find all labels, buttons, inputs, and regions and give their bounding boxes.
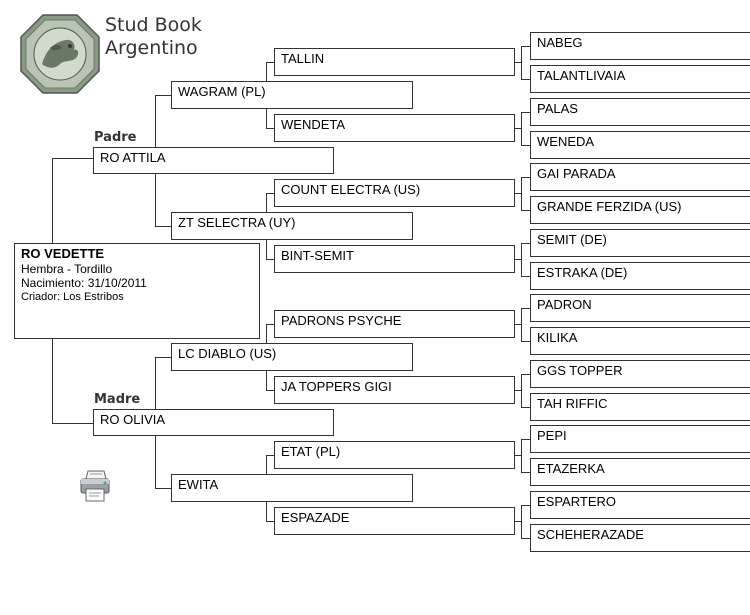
ancestor-gen4-11[interactable]: GGS TOPPER [530,360,750,388]
ancestor-gen4-9[interactable]: PADRON [530,294,750,322]
ancestor-gen4-1[interactable]: NABEG [530,32,750,60]
ancestor-gen3-5[interactable]: PADRONS PSYCHE [274,310,515,338]
ancestor-gen4-2[interactable]: TALANTLIVAIA [530,65,750,93]
ancestor-gen4-12[interactable]: TAH RIFFIC [530,393,750,421]
ancestor-gen4-4[interactable]: WENEDA [530,131,750,159]
ancestor-gen4-14[interactable]: ETAZERKA [530,458,750,486]
ancestor-gen2-4[interactable]: EWITA [171,474,413,502]
subject-birth-date: Nacimiento: 31/10/2011 [21,276,147,290]
ancestor-gen2-2[interactable]: ZT SELECTRA (UY) [171,212,413,240]
sire-box[interactable]: RO ATTILA [93,147,334,174]
ancestor-gen4-6[interactable]: GRANDE FERZIDA (US) [530,196,750,224]
subject-name: RO VEDETTE [21,246,105,261]
studbook-seal-icon [20,14,100,94]
ancestor-gen4-3[interactable]: PALAS [530,98,750,126]
sire-label: Padre [94,130,137,145]
dam-label: Madre [94,392,141,407]
dam-box[interactable]: RO OLIVIA [93,409,334,436]
ancestor-gen4-10[interactable]: KILIKA [530,327,750,355]
ancestor-gen3-4[interactable]: BINT-SEMIT [274,245,515,273]
ancestor-gen3-6[interactable]: JA TOPPERS GIGI [274,376,515,404]
ancestor-gen3-3[interactable]: COUNT ELECTRA (US) [274,179,515,207]
subject-sex-coat: Hembra - Tordillo [21,262,113,276]
ancestor-gen4-15[interactable]: ESPARTERO [530,491,750,519]
ancestor-gen3-2[interactable]: WENDETA [274,114,515,142]
ancestor-gen3-7[interactable]: ETAT (PL) [274,441,515,469]
ancestor-gen3-1[interactable]: TALLIN [274,48,515,76]
ancestor-gen3-8[interactable]: ESPAZADE [274,507,515,535]
subject-breeder: Criador: Los Estribos [21,291,124,303]
ancestor-gen4-8[interactable]: ESTRAKA (DE) [530,262,750,290]
ancestor-gen4-7[interactable]: SEMIT (DE) [530,229,750,257]
ancestor-gen4-13[interactable]: PEPI [530,425,750,453]
ancestor-gen2-1[interactable]: WAGRAM (PL) [171,81,413,109]
subject-horse-card: RO VEDETTE Hembra - Tordillo Nacimiento:… [14,243,260,339]
ancestor-gen4-16[interactable]: SCHEHERAZADE [530,524,750,552]
brand-title-line2: Argentino [105,37,198,59]
ancestor-gen2-3[interactable]: LC DIABLO (US) [171,343,413,371]
ancestor-gen4-5[interactable]: GAI PARADA [530,163,750,191]
printer-icon[interactable] [78,469,114,503]
brand-title-line1: Stud Book [105,14,202,36]
